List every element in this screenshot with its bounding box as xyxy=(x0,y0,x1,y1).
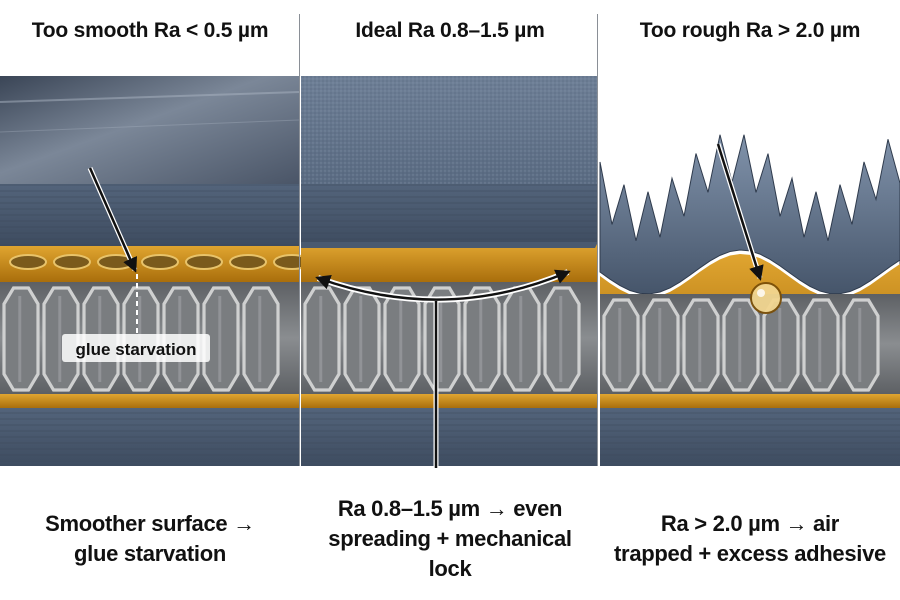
dry-spot xyxy=(10,255,46,269)
dry-spot xyxy=(142,255,178,269)
caption-smooth: Smoother surface → glue starvation xyxy=(0,478,300,600)
panel-divider-2 xyxy=(597,14,598,466)
caption-rough: Ra > 2.0 µm → air trapped + excess adhes… xyxy=(600,478,900,600)
dry-spot xyxy=(186,255,222,269)
panel-headers: Too smooth Ra < 0.5 µm Ideal Ra 0.8–1.5 … xyxy=(0,0,900,62)
dry-spot xyxy=(54,255,90,269)
panel-captions: Smoother surface → glue starvation Ra 0.… xyxy=(0,478,900,600)
panel-title-smooth: Too smooth Ra < 0.5 µm xyxy=(0,0,300,62)
rough-bottom-adhesive xyxy=(600,394,900,408)
dry-spot xyxy=(230,255,266,269)
rough-honeycomb-cells xyxy=(604,300,878,390)
smooth-bottom-adhesive xyxy=(0,394,299,408)
panel-title-ideal: Ideal Ra 0.8–1.5 µm xyxy=(300,0,600,62)
caption-ideal: Ra 0.8–1.5 µm → even spreading + mechani… xyxy=(300,478,600,600)
trapped-air-bubble-highlight xyxy=(751,283,781,313)
ideal-honeycomb-cells xyxy=(305,288,579,390)
panel-title-rough: Too rough Ra > 2.0 µm xyxy=(600,0,900,62)
panel-rough xyxy=(600,76,900,466)
ideal-bottom-adhesive xyxy=(301,394,598,408)
cross-section-illustration: glue starvation xyxy=(0,62,900,472)
panel-smooth: glue starvation xyxy=(0,76,310,466)
panel-divider-1 xyxy=(299,14,300,466)
panel-ideal xyxy=(301,76,598,468)
glue-starvation-label: glue starvation xyxy=(76,340,197,359)
ideal-textured-interface xyxy=(301,242,598,248)
